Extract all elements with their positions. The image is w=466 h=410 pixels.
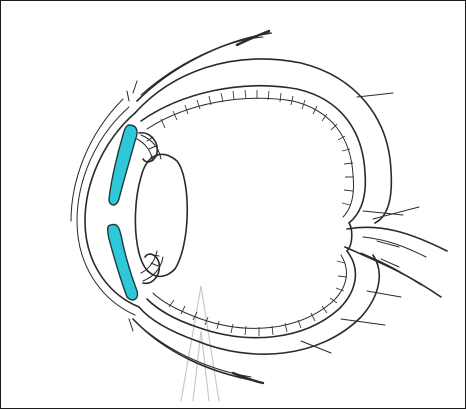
upper-muscle: [127, 31, 271, 101]
ciliary-body-upper: [137, 133, 161, 162]
optic-disc: [347, 223, 352, 251]
iris-highlight: [108, 125, 138, 300]
lens: [135, 154, 187, 276]
retina-hatching: [161, 90, 354, 336]
optic-nerve: [345, 227, 447, 297]
retina-layer: [141, 86, 365, 338]
leader-lines: [301, 93, 419, 353]
watermark-mark-inner: [193, 331, 209, 401]
